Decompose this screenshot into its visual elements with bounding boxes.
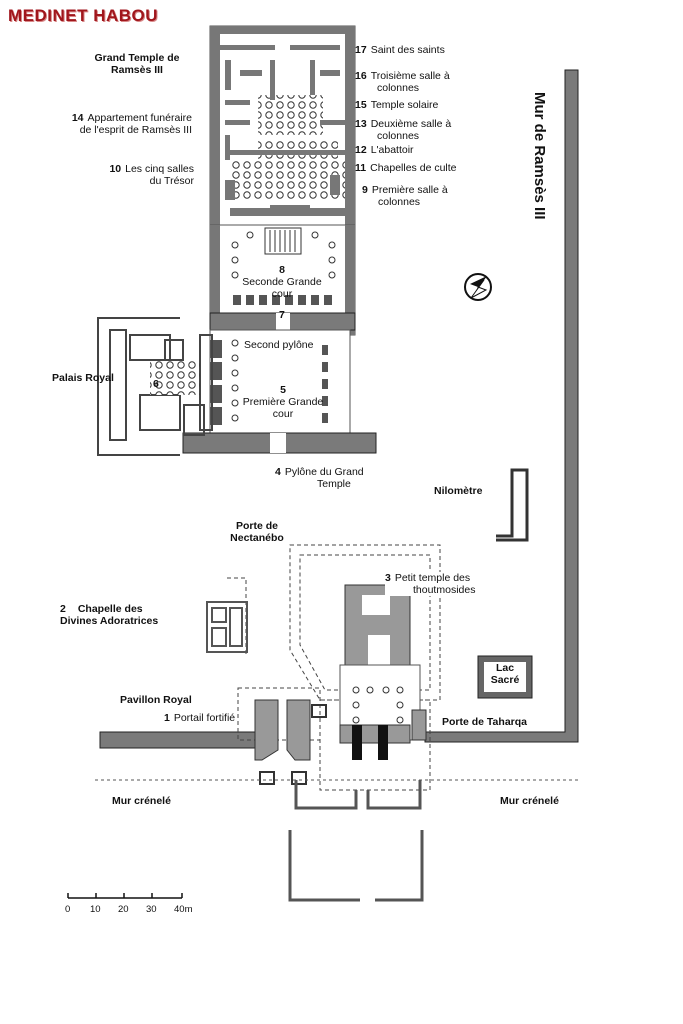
label-1-number: 1 — [164, 712, 170, 724]
grand-temple-title-line2: Ramsès III — [111, 64, 163, 76]
label-4-text-line2: Temple — [317, 478, 351, 490]
nilometer-structure — [496, 468, 529, 542]
label-7-text: Second pylône — [244, 339, 314, 351]
scale-tick-20: 20 — [118, 904, 129, 915]
label-nilometre: Nilomètre — [434, 485, 483, 497]
label-5: 5 Première Grande cour — [233, 384, 333, 420]
label-3-text-line1: Petit temple des — [394, 572, 471, 584]
label-14-text-line1: Appartement funéraire — [87, 112, 192, 124]
label-2-number: 2 — [60, 603, 66, 615]
label-14-text-line2: de l'esprit de Ramsès III — [79, 124, 192, 136]
wall-label: Mur de Ramsès III — [531, 92, 548, 220]
label-5-text-line1: Première Grande — [242, 396, 324, 408]
label-10-text-line2: du Trésor — [149, 175, 194, 187]
scale-tick-0: 0 — [65, 904, 71, 915]
label-17-number: 17 — [355, 44, 367, 56]
scale-tick-30: 30 — [146, 904, 157, 915]
scale-tick-40: 40m — [174, 904, 193, 915]
label-13-number: 13 — [355, 118, 367, 130]
label-16-number: 16 — [355, 70, 367, 82]
label-12-text: L'abattoir — [370, 144, 414, 156]
label-mur-crenele-left: Mur crénelé — [112, 795, 171, 807]
label-11-text: Chapelles de culte — [370, 162, 457, 174]
label-15-text: Temple solaire — [370, 99, 439, 111]
palace-columns — [150, 360, 200, 395]
label-16-text-line1: Troisième salle à — [370, 70, 450, 82]
label-2-text-line2: Divines Adoratrices — [60, 615, 159, 627]
label-mur-crenele-right: Mur crénelé — [500, 795, 559, 807]
label-16-text-line2: colonnes — [377, 82, 420, 94]
label-3-number: 3 — [385, 572, 391, 584]
portail-fortifie — [254, 699, 327, 785]
map-title: MEDINET HABOU — [8, 6, 159, 25]
label-9-text-line1: Première salle à — [371, 184, 448, 196]
label-pavillon-royal: Pavillon Royal — [120, 694, 192, 706]
label-2: 2 Chapelle des Divines Adoratrices — [60, 603, 158, 627]
north-arrow-icon — [464, 273, 492, 301]
label-lac-sacre: Lac Sacré — [484, 662, 526, 686]
label-porte-taharqa: Porte de Taharqa — [442, 716, 527, 728]
label-nectanebo-line2: Nectanébo — [230, 532, 284, 544]
label-8-text-line2: cour — [271, 288, 293, 300]
label-1-text: Portail fortifié — [173, 712, 236, 724]
grand-temple-title: Grand Temple de Ramsès III — [82, 52, 192, 76]
label-13-text-line2: colonnes — [377, 130, 420, 142]
label-4-text-line1: Pylône du Grand — [284, 466, 364, 478]
label-nectanebo-line1: Porte de — [235, 520, 278, 532]
label-8-text-line1: Seconde Grande — [242, 276, 322, 288]
chapelle-divines-adoratrices — [206, 601, 248, 653]
label-porte-nectanebo: Porte de Nectanébo — [222, 520, 292, 544]
label-9-text-line2: colonnes — [378, 196, 421, 208]
label-7-number: 7 — [279, 309, 285, 321]
label-4-number: 4 — [275, 466, 281, 478]
label-8-number: 8 — [279, 264, 285, 276]
scale-bar — [67, 893, 183, 899]
label-8: 8 Seconde Grande cour — [232, 264, 332, 300]
label-11-number: 11 — [355, 162, 367, 174]
label-2-text-line1: Chapelle des — [77, 603, 143, 615]
label-6-number: 6 — [153, 378, 159, 390]
label-5-text-line2: cour — [272, 408, 294, 420]
label-9-number: 9 — [362, 184, 368, 196]
label-13-text-line1: Deuxième salle à — [370, 118, 452, 130]
label-17-text: Saint des saints — [370, 44, 445, 56]
petit-temple — [339, 584, 427, 760]
label-14-number: 14 — [71, 112, 84, 124]
label-5-number: 5 — [280, 384, 286, 396]
label-12-number: 12 — [355, 144, 367, 156]
label-palais-royal: Palais Royal — [52, 372, 114, 384]
grand-temple-title-line1: Grand Temple de — [94, 52, 180, 64]
grand-temple — [182, 25, 377, 454]
scale-tick-10: 10 — [90, 904, 101, 915]
label-lac-line1: Lac — [495, 662, 515, 674]
label-15-number: 15 — [355, 99, 367, 111]
label-10-number: 10 — [109, 163, 122, 175]
south-gate — [288, 780, 424, 902]
label-3-text-line2: thoutmosides — [413, 584, 476, 596]
label-10-text-line1: Les cinq salles — [125, 163, 194, 175]
label-lac-line2: Sacré — [490, 674, 520, 686]
